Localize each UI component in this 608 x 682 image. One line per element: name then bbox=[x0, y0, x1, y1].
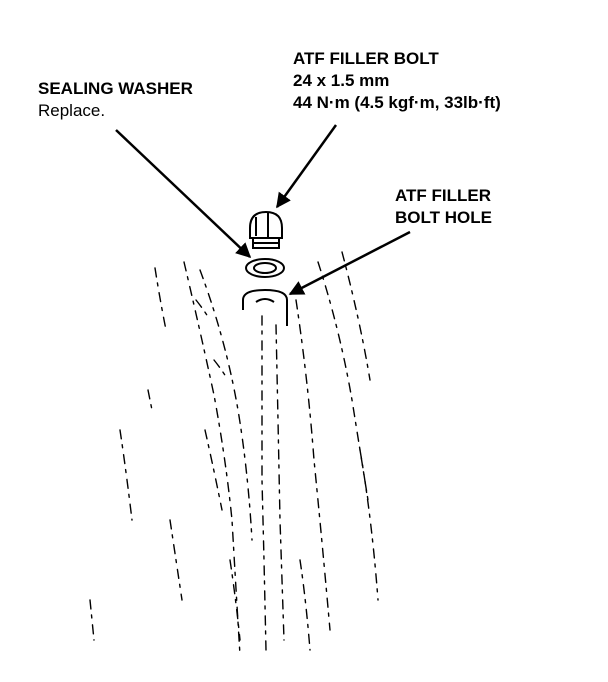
filler-bolt-torque: 44 N·m (4.5 kgf·m, 33lb·ft) bbox=[293, 93, 501, 112]
arrow-to-bolt bbox=[275, 124, 338, 209]
filler-bolt-size: 24 x 1.5 mm bbox=[293, 71, 390, 90]
transmission-case-lines bbox=[89, 251, 379, 656]
filler-bolt-hole-line2: BOLT HOLE bbox=[395, 208, 492, 227]
arrow-to-hole bbox=[288, 230, 411, 296]
bolt-hole-drawing bbox=[242, 288, 288, 326]
filler-bolt-callout: ATF FILLER BOLT 24 x 1.5 mm 44 N·m (4.5 … bbox=[293, 48, 501, 114]
arrow-to-washer bbox=[115, 129, 252, 259]
filler-bolt-drawing bbox=[249, 210, 283, 249]
filler-bolt-title: ATF FILLER BOLT bbox=[293, 49, 439, 68]
sealing-washer-drawing bbox=[245, 258, 285, 278]
filler-bolt-hole-line1: ATF FILLER bbox=[395, 186, 491, 205]
leader-arrows bbox=[115, 124, 411, 296]
sealing-washer-callout: SEALING WASHER Replace. bbox=[38, 78, 193, 122]
sealing-washer-note: Replace. bbox=[38, 101, 106, 120]
sealing-washer-title: SEALING WASHER bbox=[38, 79, 193, 98]
filler-bolt-hole-callout: ATF FILLER BOLT HOLE bbox=[395, 185, 492, 229]
